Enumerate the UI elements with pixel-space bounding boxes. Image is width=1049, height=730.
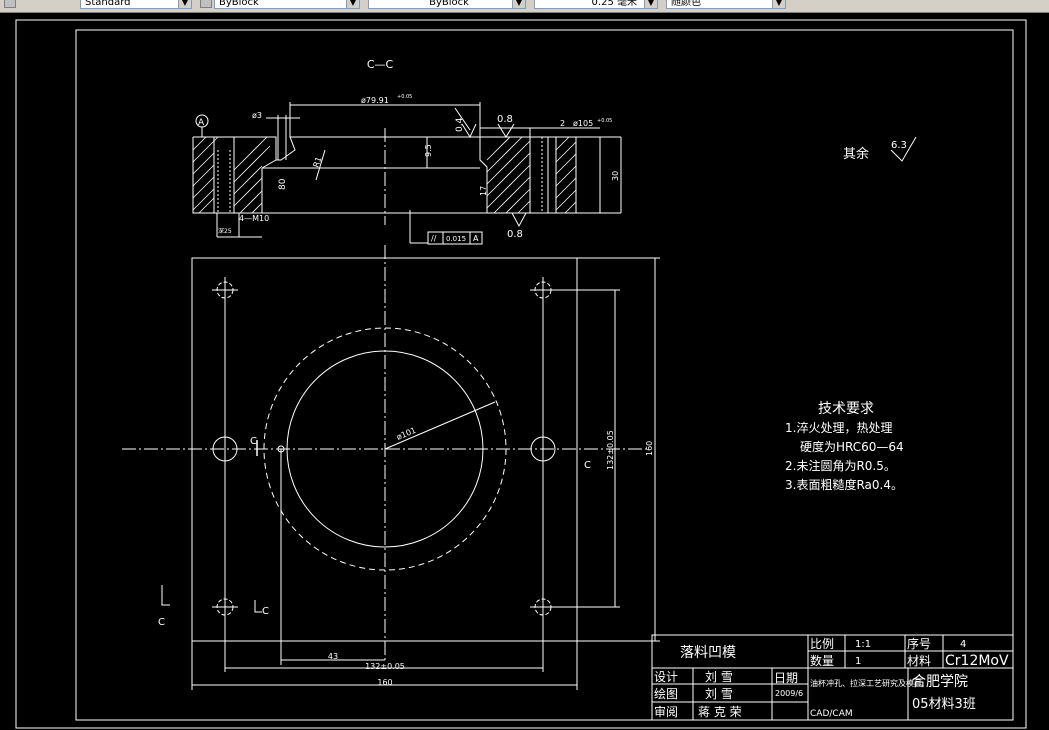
title-block — [651, 634, 1014, 721]
lineweight-dropdown[interactable]: 0.25 毫米 ▼ — [534, 0, 658, 9]
review-name: 蒋 克 荣 — [698, 705, 742, 719]
tech-item-4: 3.表面粗糙度Ra0.4。 — [785, 477, 903, 492]
chevron-down-icon: ▼ — [772, 0, 785, 8]
layer-icon[interactable] — [200, 0, 212, 8]
rough-top-right: 0.8 — [497, 114, 513, 125]
rough-top-left: 0.4 — [455, 117, 465, 132]
tol-datum: A — [473, 234, 479, 243]
dim-30: 30 — [611, 171, 620, 181]
tech-requirements: 技术要求 1.淬火处理，热处理 硬度为HRC60—64 2.未注圆角为R0.5。… — [785, 401, 904, 492]
tech-title: 技术要求 — [818, 401, 874, 417]
dim-132-h: 132±0.05 — [365, 662, 405, 671]
dim-43: 43 — [328, 652, 338, 661]
section-title: C—C — [367, 58, 394, 71]
section-view — [192, 102, 622, 245]
class-name: 05材料3班 — [912, 697, 976, 712]
school-name: 合肥学院 — [912, 674, 968, 690]
dim-132-v: 132±0.05 — [606, 430, 615, 470]
drawing-canvas[interactable]: C—C — [0, 13, 1049, 730]
linetype-value: ByBlock — [429, 0, 469, 8]
draw-name: 刘 雪 — [705, 687, 733, 701]
tech-item-1: 1.淬火处理，热处理 — [785, 420, 892, 435]
chevron-down-icon: ▼ — [346, 0, 359, 8]
plan-labels: ø101 132±0.05 160 43 132±0.05 160 C C C … — [158, 426, 654, 687]
design-label: 设计 — [654, 670, 678, 684]
dim-depth: 9.5 — [424, 144, 433, 157]
text-style-dropdown[interactable]: Standard ▼ — [80, 0, 192, 9]
dim-recess-dia: ø105 — [573, 119, 593, 128]
dim-m10: 4—M10 — [239, 214, 269, 223]
title-block-text: 落料凹模 比例 1:1 序号 4 数量 1 材料 Cr12MoV 设计 刘 雪 … — [654, 636, 1009, 719]
text-style-icon[interactable] — [4, 0, 16, 8]
cut-c-bottom: C — [158, 617, 165, 628]
dim-80: 80 — [278, 178, 288, 190]
chevron-down-icon: ▼ — [512, 0, 525, 8]
draw-label: 绘图 — [654, 686, 678, 701]
serial-value: 4 — [960, 639, 966, 650]
roughness-rest: 其余 6.3 — [843, 136, 917, 162]
sheet-border — [15, 19, 1027, 729]
section-labels: ø79.91 +0.05 ø3 2 ø105 +0.05 0.4 0.8 0.8… — [198, 94, 620, 243]
plotstyle-value: 随颜色 — [671, 0, 701, 8]
dim-bore: ø79.91 — [361, 96, 389, 105]
scale-label: 比例 — [810, 637, 834, 651]
tol-parallel: // — [431, 234, 437, 243]
dim-160-v: 160 — [645, 441, 654, 456]
project-name: 油杯冲孔、拉深工艺研究及模具 — [810, 678, 922, 688]
rough-bottom: 0.8 — [507, 229, 523, 240]
plan-view — [122, 245, 660, 690]
tech-item-2: 硬度为HRC60—64 — [800, 439, 904, 454]
tech-item-3: 2.未注圆角为R0.5。 — [785, 458, 896, 473]
design-name: 刘 雪 — [705, 670, 733, 684]
linetype-dropdown[interactable]: ByBlock ▼ — [368, 0, 526, 9]
dim-hole3: ø3 — [252, 111, 262, 120]
dim-m10-depth: 深25 — [218, 227, 232, 235]
roughness-rest-label: 其余 — [843, 146, 869, 162]
color-dropdown[interactable]: ByBlock ▼ — [214, 0, 360, 9]
cut-c-right: C — [584, 460, 591, 471]
dim-160-h: 160 — [377, 678, 392, 687]
dim-r: R1 — [311, 156, 323, 169]
frame-border — [75, 29, 1014, 721]
cut-c-left: C — [250, 436, 257, 447]
serial-label: 序号 — [907, 636, 931, 651]
part-name: 落料凹模 — [680, 645, 736, 661]
dim-bore-tol: +0.05 — [397, 94, 412, 100]
qty-value: 1 — [855, 656, 861, 667]
properties-toolbar: Standard ▼ ByBlock ▼ ByBlock ▼ 0.25 毫米 ▼ 随颜色… — [0, 0, 1049, 13]
material-label: 材料 — [907, 654, 931, 668]
tol-value: 0.015 — [446, 235, 466, 243]
date-label: 日期 — [774, 671, 798, 685]
roughness-rest-value: 6.3 — [891, 140, 907, 151]
dim-recess-tol: +0.05 — [597, 118, 612, 124]
cut-c-bottom2: C — [262, 606, 269, 617]
date-value: 2009/6 — [775, 689, 803, 698]
scale-value: 1:1 — [855, 639, 871, 650]
chevron-down-icon: ▼ — [178, 0, 191, 8]
material-value: Cr12MoV — [945, 653, 1009, 669]
lineweight-value: 0.25 毫米 — [591, 0, 637, 8]
qty-label: 数量 — [810, 653, 834, 668]
chevron-down-icon: ▼ — [644, 0, 657, 8]
datum-a: A — [198, 118, 205, 128]
dim-recess: 2 — [560, 119, 565, 128]
dim-17: 17 — [479, 186, 488, 196]
plotstyle-dropdown[interactable]: 随颜色 ▼ — [666, 0, 786, 9]
project-name-2: CAD/CAM — [810, 709, 853, 719]
text-style-value: Standard — [85, 0, 131, 8]
color-value: ByBlock — [219, 0, 259, 8]
review-label: 审阅 — [654, 704, 678, 719]
